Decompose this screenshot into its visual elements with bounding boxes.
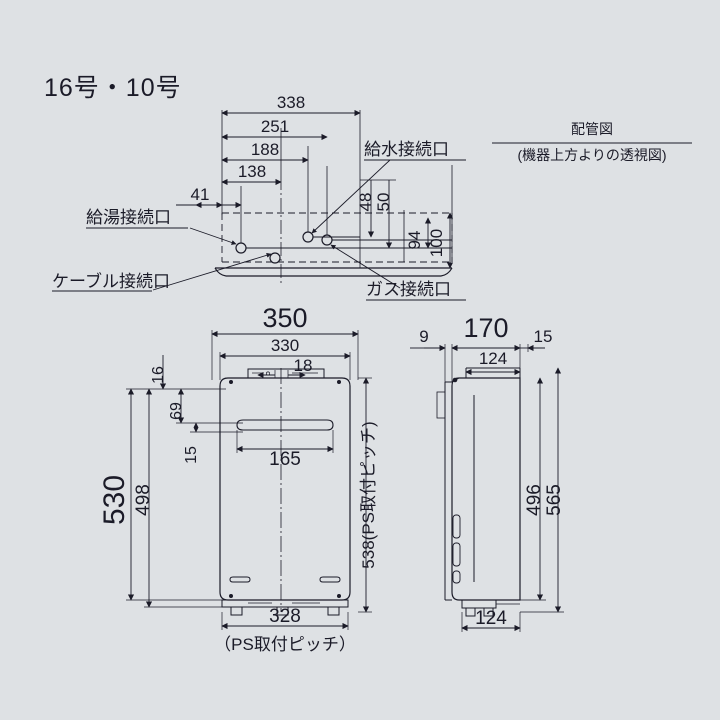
side-back-plate	[436, 381, 452, 601]
plan-vertical-dimension-lines	[360, 179, 454, 269]
front-vertical-extension-lines	[126, 377, 372, 613]
front-top-bracket	[247, 368, 325, 379]
front-horizontal-dimensions	[211, 330, 359, 630]
front-dim-15: 15	[183, 446, 200, 464]
front-outer-frame-hidden	[212, 378, 358, 600]
front-dim-350: 350	[262, 303, 307, 333]
side-dim-124-top: 124	[479, 349, 507, 368]
front-fixing-dots	[228, 379, 341, 599]
plan-dim-50: 50	[374, 193, 393, 212]
plan-dim-188: 188	[251, 140, 279, 159]
side-vent-slots	[452, 514, 461, 584]
front-bottom-connections	[221, 599, 349, 616]
front-dim-165: 165	[269, 449, 301, 470]
side-dim-9: 9	[419, 327, 428, 346]
port-hot-water-circle	[235, 242, 247, 254]
legend-title: 配管図	[571, 121, 613, 137]
side-dim-565: 565	[544, 484, 565, 516]
plan-dim-338: 338	[277, 93, 305, 112]
front-dim-18: 18	[294, 356, 313, 375]
front-dim-328: 328	[269, 606, 301, 627]
side-horizontal-dimensions	[410, 344, 545, 632]
plan-dim-100: 100	[427, 229, 446, 257]
front-extension-lines	[211, 330, 359, 630]
side-bottom-connections	[461, 599, 520, 617]
plan-dim-41: 41	[191, 185, 210, 204]
plan-dim-138: 138	[238, 162, 266, 181]
plan-horizontal-dimension-lines	[176, 109, 361, 209]
side-body-outline	[451, 377, 521, 601]
front-dim-530: 530	[98, 475, 131, 525]
side-dim-124-bottom: 124	[475, 608, 507, 629]
side-extension-lines	[444, 344, 529, 632]
plan-internal-rails	[246, 236, 452, 249]
label-water-supply-connection: 給水接続口	[364, 140, 449, 159]
front-dim-69: 69	[168, 402, 185, 420]
side-dim-496: 496	[524, 484, 545, 516]
label-gas-connection: ガス接続口	[366, 280, 451, 299]
front-dim-498: 498	[133, 484, 154, 516]
front-dim-16: 16	[150, 366, 167, 384]
port-cable-circle	[269, 252, 281, 264]
front-body-outline	[219, 377, 351, 601]
plan-dim-94: 94	[405, 231, 424, 250]
port-water-supply-circle	[302, 231, 314, 243]
front-bottom-slots	[229, 576, 341, 583]
label-hot-water-connection: 給湯接続口	[86, 208, 171, 227]
port-gas-circle	[321, 234, 333, 246]
plan-label-underlines	[52, 159, 466, 301]
front-vent-slot	[236, 419, 334, 431]
side-dim-15: 15	[534, 327, 553, 346]
plan-dim-48: 48	[356, 193, 375, 212]
plan-dim-251: 251	[261, 117, 289, 136]
side-dim-170: 170	[463, 313, 508, 343]
legend-subtitle: (機器上方よりの透視図)	[517, 147, 666, 163]
front-dim-538-ps-pitch: 538(PS取付ピッチ)	[359, 421, 378, 568]
plan-front-plate	[214, 267, 453, 277]
front-vertical-dimensions	[127, 355, 370, 613]
side-vertical-dimensions	[536, 367, 562, 613]
side-top-flange	[452, 367, 521, 383]
front-dim-328-note: （PS取付ピッチ）	[214, 635, 356, 654]
label-cable-connection: ケーブル接続口	[52, 271, 170, 291]
side-vertical-extension-lines	[520, 599, 564, 613]
page-title: 16号・10号	[44, 74, 182, 102]
plan-leader-lines	[152, 159, 401, 291]
front-dim-330: 330	[271, 336, 299, 355]
